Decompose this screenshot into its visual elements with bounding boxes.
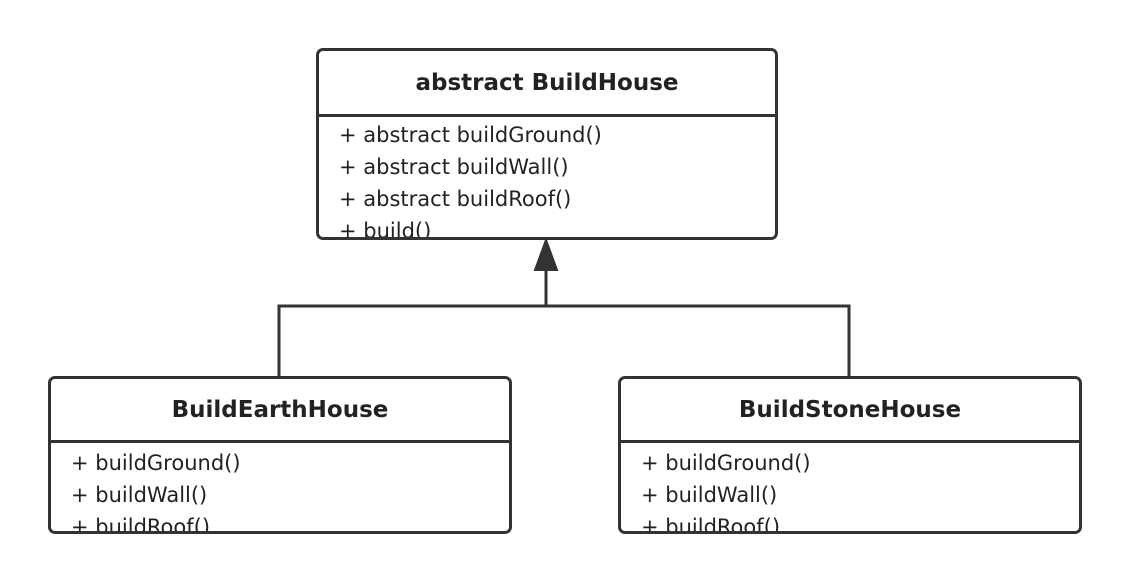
method-list-buildstonehouse: + buildGround() + buildWall() + buildRoo… xyxy=(621,443,1079,534)
generalization-arrowhead xyxy=(533,237,559,271)
class-box-buildearthhouse[interactable]: BuildEarthHouse + buildGround() + buildW… xyxy=(48,376,512,534)
method-item: + buildGround() xyxy=(641,451,811,475)
method-item: + abstract buildRoof() xyxy=(339,187,572,211)
class-name-buildhouse: abstract BuildHouse xyxy=(319,51,775,117)
method-item: + abstract buildWall() xyxy=(339,155,569,179)
method-item: + buildWall() xyxy=(71,483,208,507)
earth-inheritance-line xyxy=(277,304,546,378)
method-list-buildhouse: + abstract buildGround() + abstract buil… xyxy=(319,117,775,240)
method-item: + buildRoof() xyxy=(71,515,211,534)
method-item: + buildGround() xyxy=(71,451,241,475)
class-name-buildstonehouse: BuildStoneHouse xyxy=(621,379,1079,443)
method-item: + build() xyxy=(339,219,432,240)
class-box-buildhouse[interactable]: abstract BuildHouse + abstract buildGrou… xyxy=(316,48,778,240)
method-item: + buildRoof() xyxy=(641,515,781,534)
method-item: + buildWall() xyxy=(641,483,778,507)
class-box-buildstonehouse[interactable]: BuildStoneHouse + buildGround() + buildW… xyxy=(618,376,1082,534)
method-item: + abstract buildGround() xyxy=(339,123,602,147)
method-list-buildearthhouse: + buildGround() + buildWall() + buildRoo… xyxy=(51,443,509,534)
stone-inheritance-line xyxy=(546,304,851,378)
class-name-buildearthhouse: BuildEarthHouse xyxy=(51,379,509,443)
